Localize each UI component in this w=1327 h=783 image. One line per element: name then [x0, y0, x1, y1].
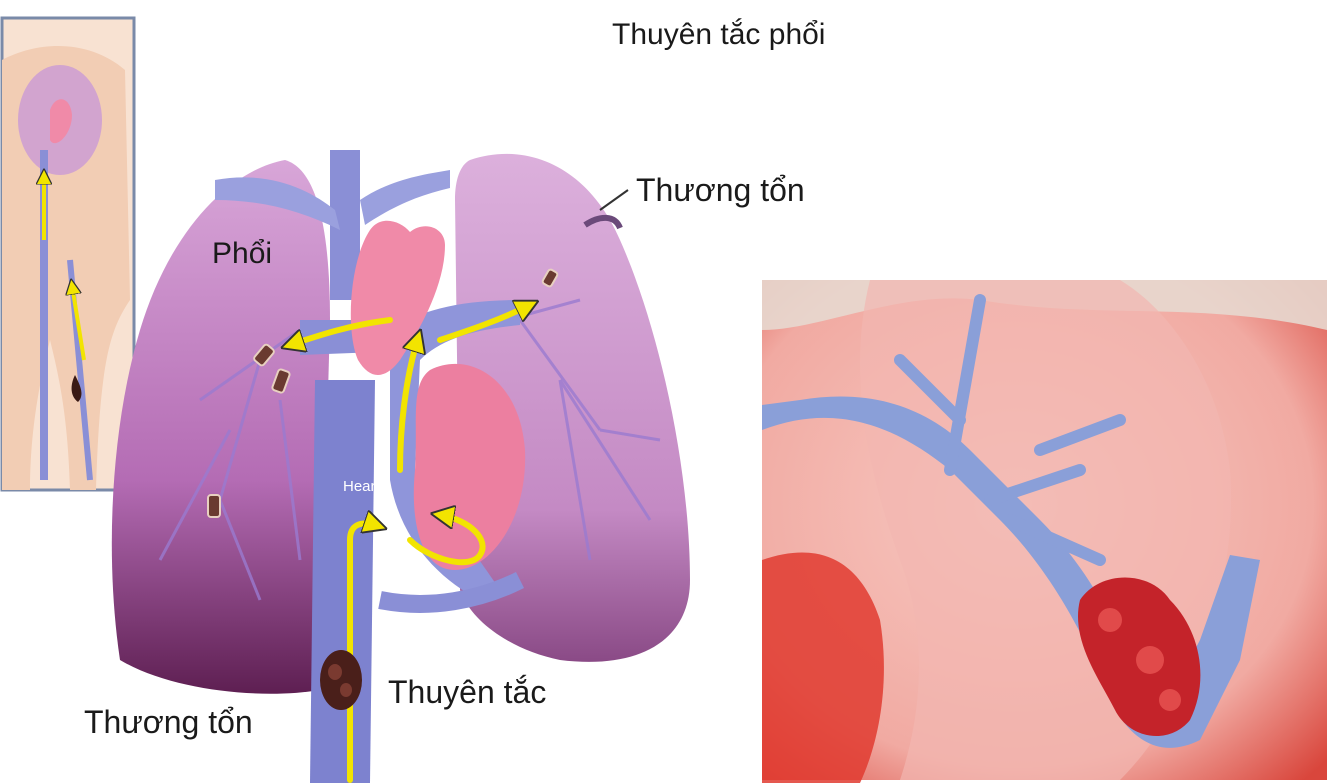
body-inset [2, 18, 134, 490]
large-embolus [320, 650, 362, 710]
magnified-inset [762, 280, 1327, 783]
lesion-label-bottom: Thương tổn [84, 704, 253, 741]
lesion-label-top: Thương tổn [636, 172, 805, 209]
lung-label: Phổi [212, 237, 272, 271]
diagram-title: Thuyên tắc phổi [612, 18, 825, 52]
heart-label: Heart [343, 478, 380, 495]
embolus-label: Thuyên tắc [388, 674, 546, 711]
lesion-leader-line [600, 190, 628, 210]
